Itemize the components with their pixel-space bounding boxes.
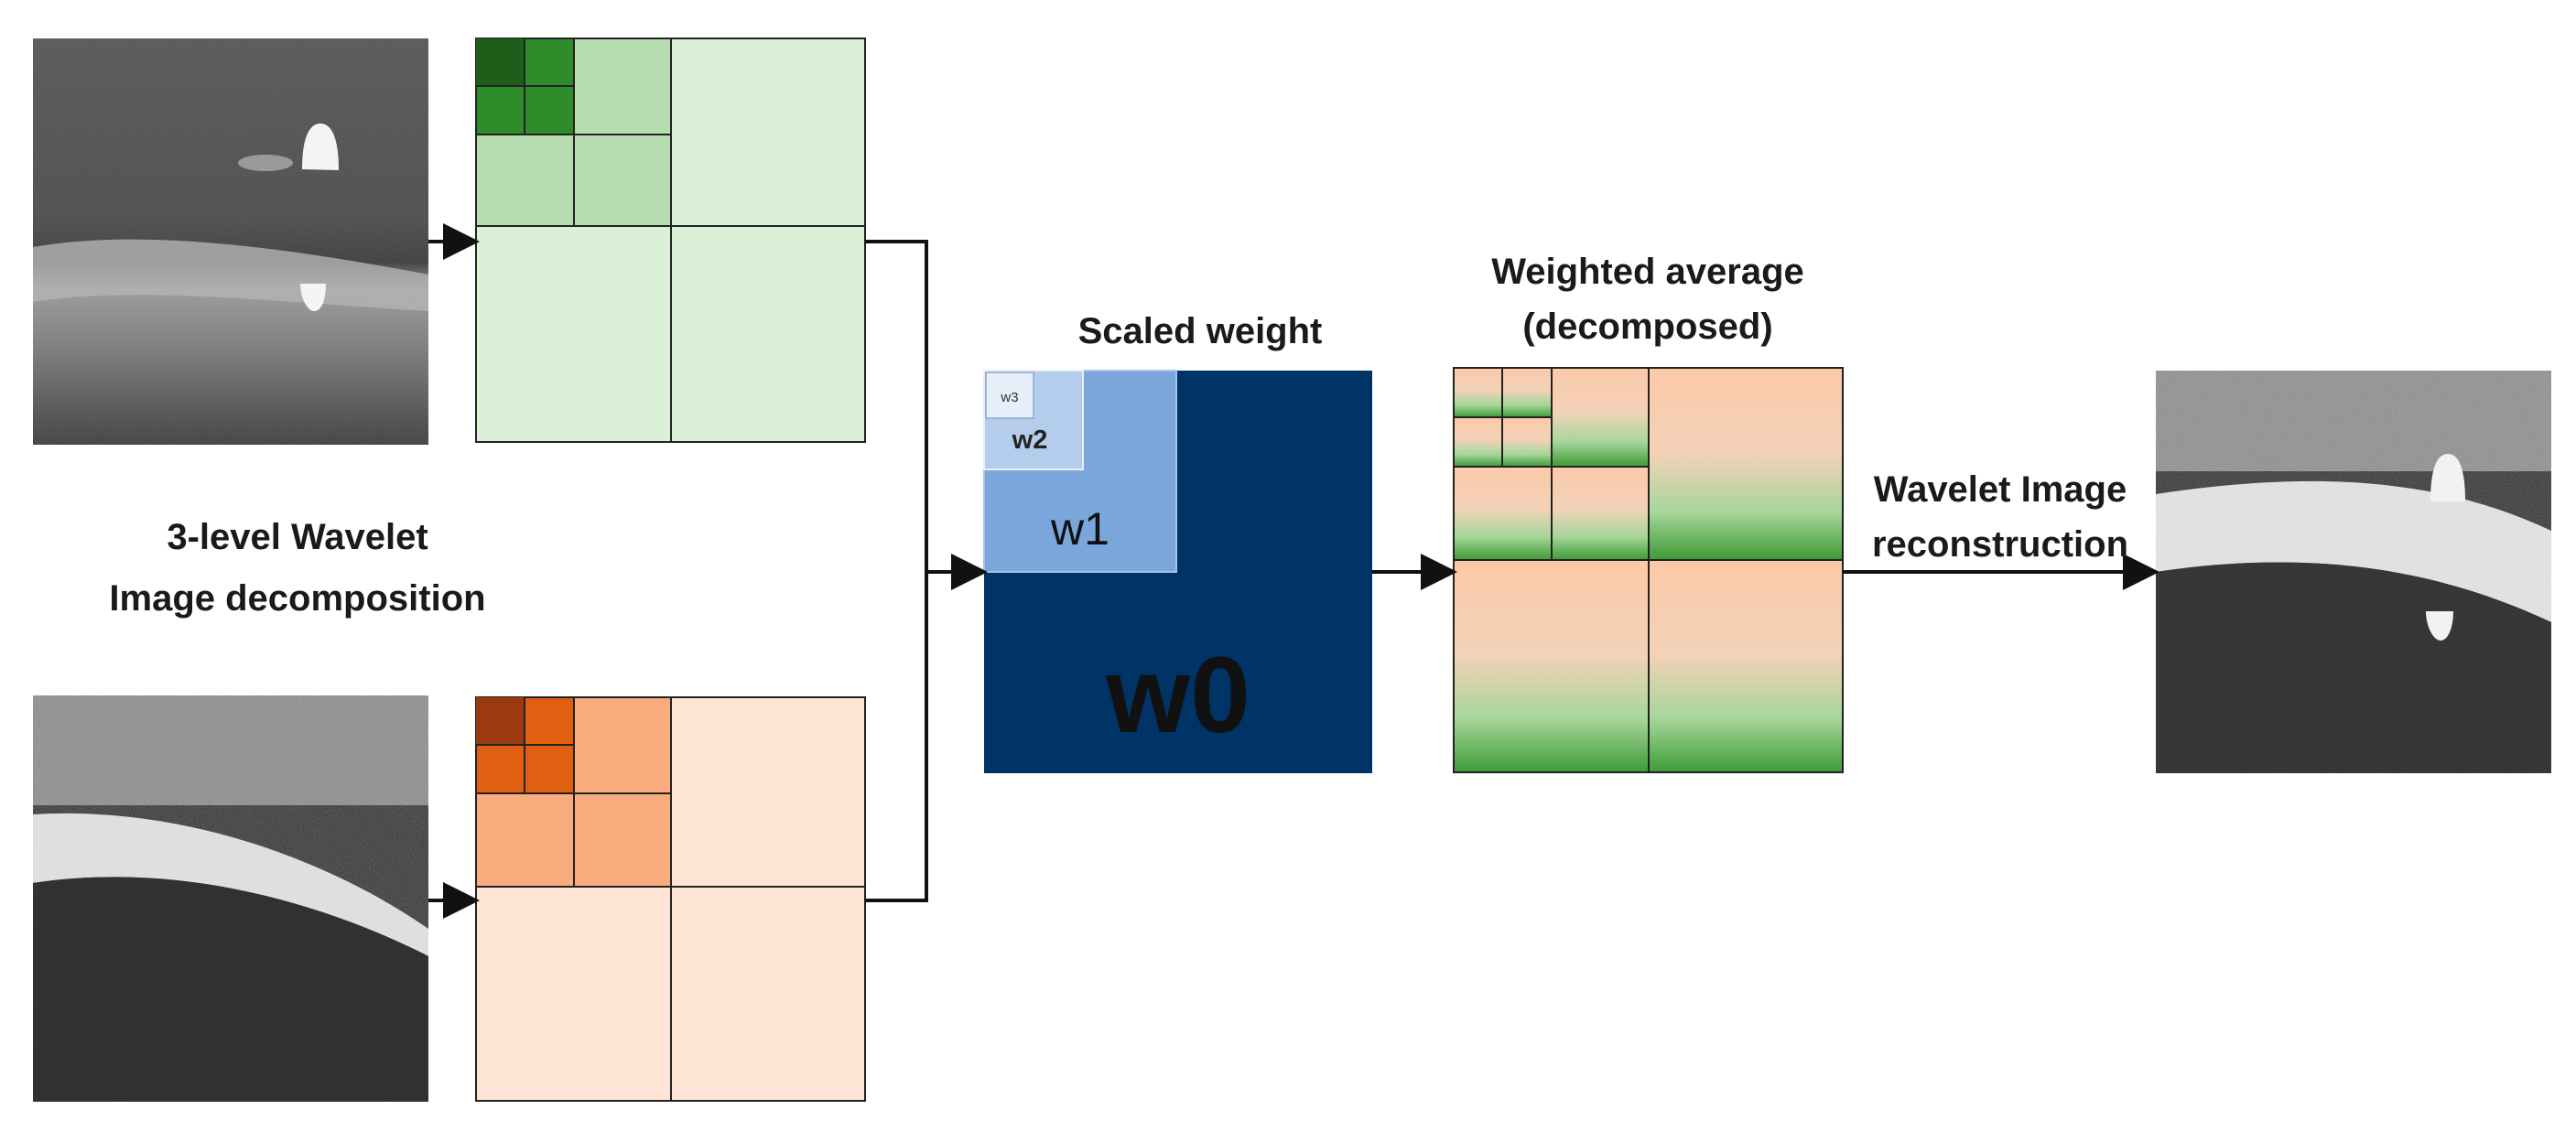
green-level3-approx xyxy=(476,38,525,86)
weight-w3-region xyxy=(985,372,1034,419)
orange-decomposition-grid xyxy=(475,696,866,1102)
weight-w0-label: w0 xyxy=(1105,635,1250,756)
reconstruction-label-line2: reconstruction xyxy=(1872,524,2128,565)
weighted-average-grid xyxy=(1453,367,1844,773)
weighted-average-label-line2: (decomposed) xyxy=(1522,307,1772,347)
merge-line-top xyxy=(865,240,928,902)
scaled-weight-label: Scaled weight xyxy=(1078,311,1323,351)
reconstruction-label-line1: Wavelet Image xyxy=(1874,469,2127,510)
orange-level3-approx xyxy=(476,697,525,745)
connectors xyxy=(428,223,2159,919)
decomposition-label-line2: Image decomposition xyxy=(109,578,485,619)
weight-w1-label: w1 xyxy=(1050,503,1109,555)
scaled-weight-block: w3 w2 w1 w0 xyxy=(983,370,1372,773)
thermal-image-icon xyxy=(33,38,428,445)
weight-w2-label: w2 xyxy=(1012,426,1048,455)
visible-image-icon xyxy=(33,695,428,1102)
fused-image-icon xyxy=(2156,371,2551,773)
decomposition-label-line1: 3-level Wavelet xyxy=(167,517,428,557)
green-decomposition-grid xyxy=(475,38,866,443)
weight-w3-label: w3 xyxy=(1000,390,1018,405)
weighted-average-label-line1: Weighted average xyxy=(1491,252,1804,292)
